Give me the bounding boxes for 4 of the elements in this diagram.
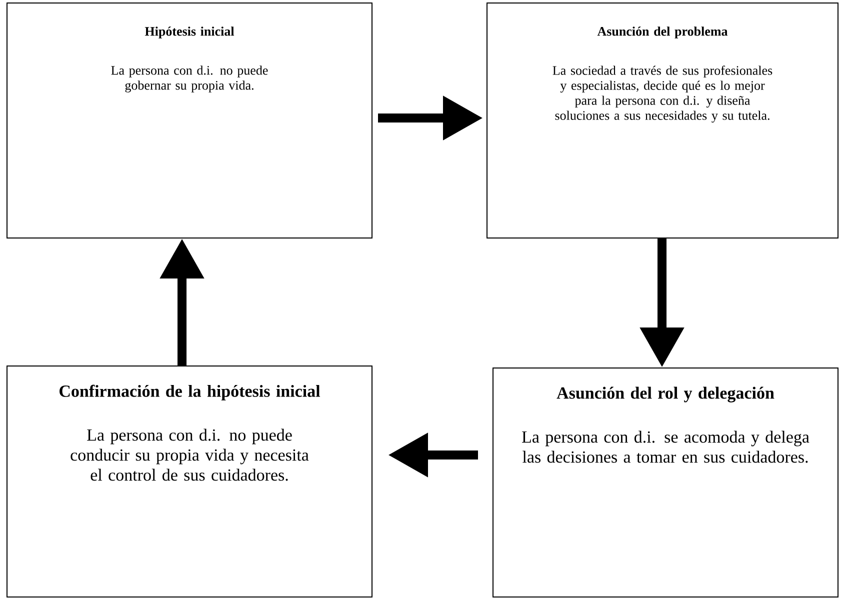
process-box: Asunción del rol y delegación La persona con d.i. se acomoda y delega las decisiones a tomar en sus cuidadores. (492, 368, 838, 598)
process-box: Confirmación de la hipótesis inicial La persona con d.i. no puede conducir su propia vida y necesita el control de sus cuidadores. (6, 366, 372, 598)
process-box: Hipótesis inicial La persona con d.i. no puede gobernar su propia vida. (6, 2, 372, 238)
process-box: Asunción del problema La sociedad a través de sus profesionales y especialistas, decide qué es lo mejor para la persona con d.i. y diseña soluciones a sus necesidades y su tutela. (486, 2, 838, 238)
